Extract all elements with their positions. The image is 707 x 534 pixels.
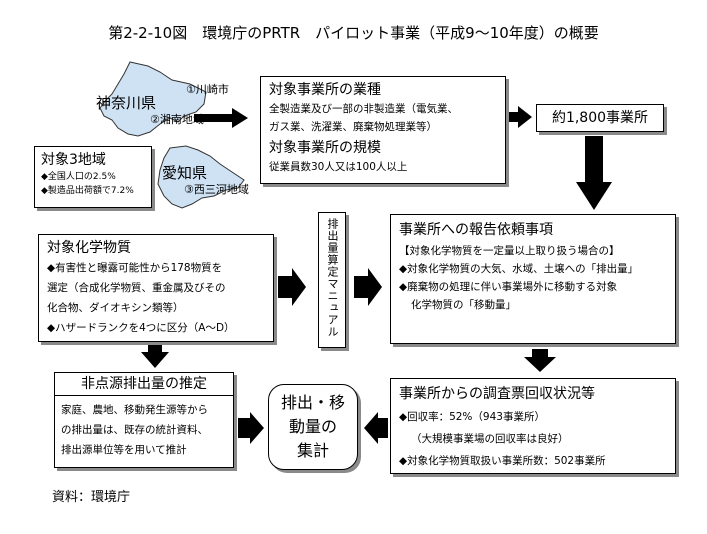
aichi-label: 愛知県 <box>162 164 208 182</box>
nonpoint-line-1: 家庭、農地、移動発生源等から <box>61 404 208 416</box>
chemicals-line-2: 選定（合成化学物質、重金属及びその <box>47 282 226 294</box>
nonpoint-heading: 非点源排出量の推定 <box>55 373 233 396</box>
target-regions-line-2: ◆製造品出荷額で7.2% <box>41 186 134 196</box>
nonpoint-box: 非点源排出量の推定 家庭、農地、移動発生源等から の排出量は、既存の統計資料、 … <box>54 372 234 468</box>
report-request-line-3: ◆廃棄物の処理に伴い事業場外に移動する対象 <box>399 281 618 293</box>
arrow-chemicals-to-nonpoint <box>141 344 169 368</box>
target-regions-box: 対象3地域 ◆全国人口の2.5% ◆製造品出荷額で7.2% <box>34 146 152 208</box>
aggregate-box: 排出・移 動量の 集計 <box>268 384 358 470</box>
chemicals-line-1: ◆有害性と曝露可能性から178物質を <box>47 262 223 274</box>
arrow-chemicals-to-manual <box>278 268 306 306</box>
kanagawa-label: 神奈川県 <box>96 94 157 112</box>
industry-heading: 対象事業所の業種 <box>269 82 381 98</box>
report-request-box: 事業所への報告依頼事項 【対象化学物質を一定量以上取り扱う場合の】 ◆対象化学物… <box>390 214 676 344</box>
aichi-map-shape <box>157 145 245 209</box>
facility-count-box: 約1,800事業所 <box>536 104 664 132</box>
manual-box: 排出量算定マニュアル <box>318 212 346 348</box>
target-regions-heading: 対象3地域 <box>41 152 106 168</box>
chemicals-heading: 対象化学物質 <box>47 240 131 256</box>
survey-heading: 事業所からの調査票回収状況等 <box>399 386 595 402</box>
size-heading: 対象事業所の規模 <box>269 140 381 156</box>
kawasaki-label: ①川崎市 <box>186 83 229 96</box>
survey-line-2: （大規模事業場の回収率は良好） <box>411 433 569 445</box>
survey-box: 事業所からの調査票回収状況等 ◆回収率：52%（943事業所） （大規模事業場の… <box>390 378 676 474</box>
arrow-nonpoint-to-aggregate <box>238 412 264 444</box>
report-request-line-4: 化学物質の「移動量」 <box>411 299 516 311</box>
report-request-line-2: ◆対象化学物質の大気、水域、土壌への「排出量」 <box>399 263 639 275</box>
arrow-map-to-industry <box>194 108 248 128</box>
survey-line-3: ◆対象化学物質取扱い事業所数：502事業所 <box>399 455 606 467</box>
chemicals-line-4: ◆ハザードランクを4つに区分（A～D） <box>47 322 235 334</box>
report-request-heading: 事業所への報告依頼事項 <box>399 222 553 238</box>
shonan-label: ②湘南地域 <box>150 113 204 126</box>
industry-box: 対象事業所の業種 全製造業及び一部の非製造業（電気業、 ガス業、洗濯業、廃棄物処… <box>260 76 506 184</box>
aggregate-line-1: 排出・移 <box>280 393 345 412</box>
aggregate-line-2: 動量の <box>288 417 337 436</box>
aggregate-line-3: 集計 <box>296 441 329 460</box>
arrow-count-to-request <box>576 136 612 210</box>
industry-line-1: 全製造業及び一部の非製造業（電気業、 <box>269 103 458 115</box>
nonpoint-line-2: の排出量は、既存の統計資料、 <box>61 424 208 436</box>
chemicals-line-3: 化合物、ダイオキシン類等） <box>47 302 184 314</box>
industry-line-2: ガス業、洗濯業、廃棄物処理業等） <box>269 121 437 133</box>
facility-count-label: 約1,800事業所 <box>551 110 649 126</box>
report-request-line-1: 【対象化学物質を一定量以上取り扱う場合の】 <box>399 245 620 257</box>
figure-title: 第2-2-10図 環境庁のPRTR パイロット事業（平成9～10年度）の概要 <box>108 24 599 42</box>
source-note: 資料：環境庁 <box>52 490 131 505</box>
kanagawa-map-shape <box>99 61 207 137</box>
manual-label: 排出量算定マニュアル <box>326 218 339 338</box>
survey-line-1: ◆回収率：52%（943事業所） <box>399 411 545 423</box>
arrow-manual-to-request <box>354 268 382 306</box>
target-regions-line-1: ◆全国人口の2.5% <box>41 172 116 182</box>
nishimikawa-label: ③西三河地域 <box>184 183 249 196</box>
industry-line-3: 従業員数30人又は100人以上 <box>269 161 408 173</box>
arrow-survey-to-aggregate <box>364 412 388 444</box>
arrow-request-to-survey <box>524 349 556 372</box>
nonpoint-line-3: 排出源単位等を用いて推計 <box>61 444 187 456</box>
chemicals-box: 対象化学物質 ◆有害性と曝露可能性から178物質を 選定（合成化学物質、重金属及… <box>38 234 274 342</box>
arrow-industry-to-count <box>508 106 532 128</box>
